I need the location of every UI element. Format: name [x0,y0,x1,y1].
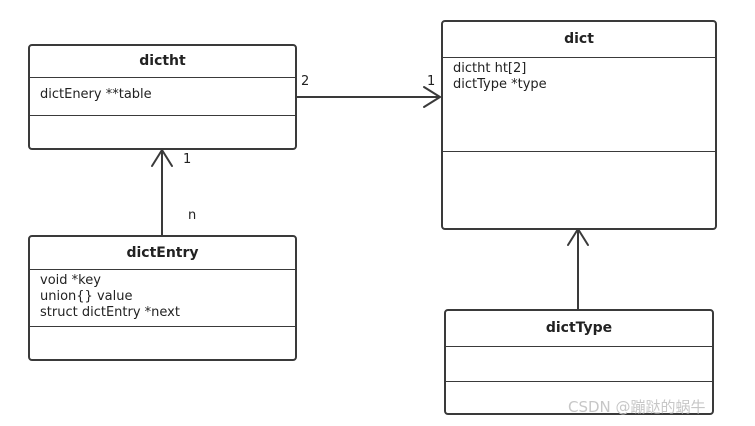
attributes-section [446,347,712,382]
attribute: void *key [40,273,101,288]
multiplicity-dict-end: 1 [427,74,436,89]
attributes-section: dictht ht[2] dictType *type [443,58,715,152]
class-name: dictEntry [30,237,295,270]
class-name: dictType [446,311,712,347]
attribute: union{} value [40,289,133,304]
attributes-section: dictEnery **table [30,78,295,116]
attributes-section: void *key union{} value struct dictEntry… [30,270,295,327]
arrowhead-dictht [151,149,173,167]
attribute: dictEnery **table [40,87,152,102]
attribute: dictType *type [453,77,547,92]
class-name: dictht [30,46,295,78]
class-dicttype[interactable]: dictType [444,309,714,415]
multiplicity-dictht-bottom: 1 [183,152,192,167]
watermark: CSDN @蹦跶的蜗牛 [568,398,706,416]
attribute: struct dictEntry *next [40,305,180,320]
class-dictentry[interactable]: dictEntry void *key union{} value struct… [28,235,297,361]
multiplicity-dictht-end: 2 [301,74,310,89]
class-dict[interactable]: dict dictht ht[2] dictType *type [441,20,717,230]
class-name: dict [443,22,715,58]
attribute: dictht ht[2] [453,61,527,76]
class-dictht[interactable]: dictht dictEnery **table [28,44,297,150]
multiplicity-dictentry-top: n [188,208,197,223]
arrowhead-dict [423,86,441,108]
